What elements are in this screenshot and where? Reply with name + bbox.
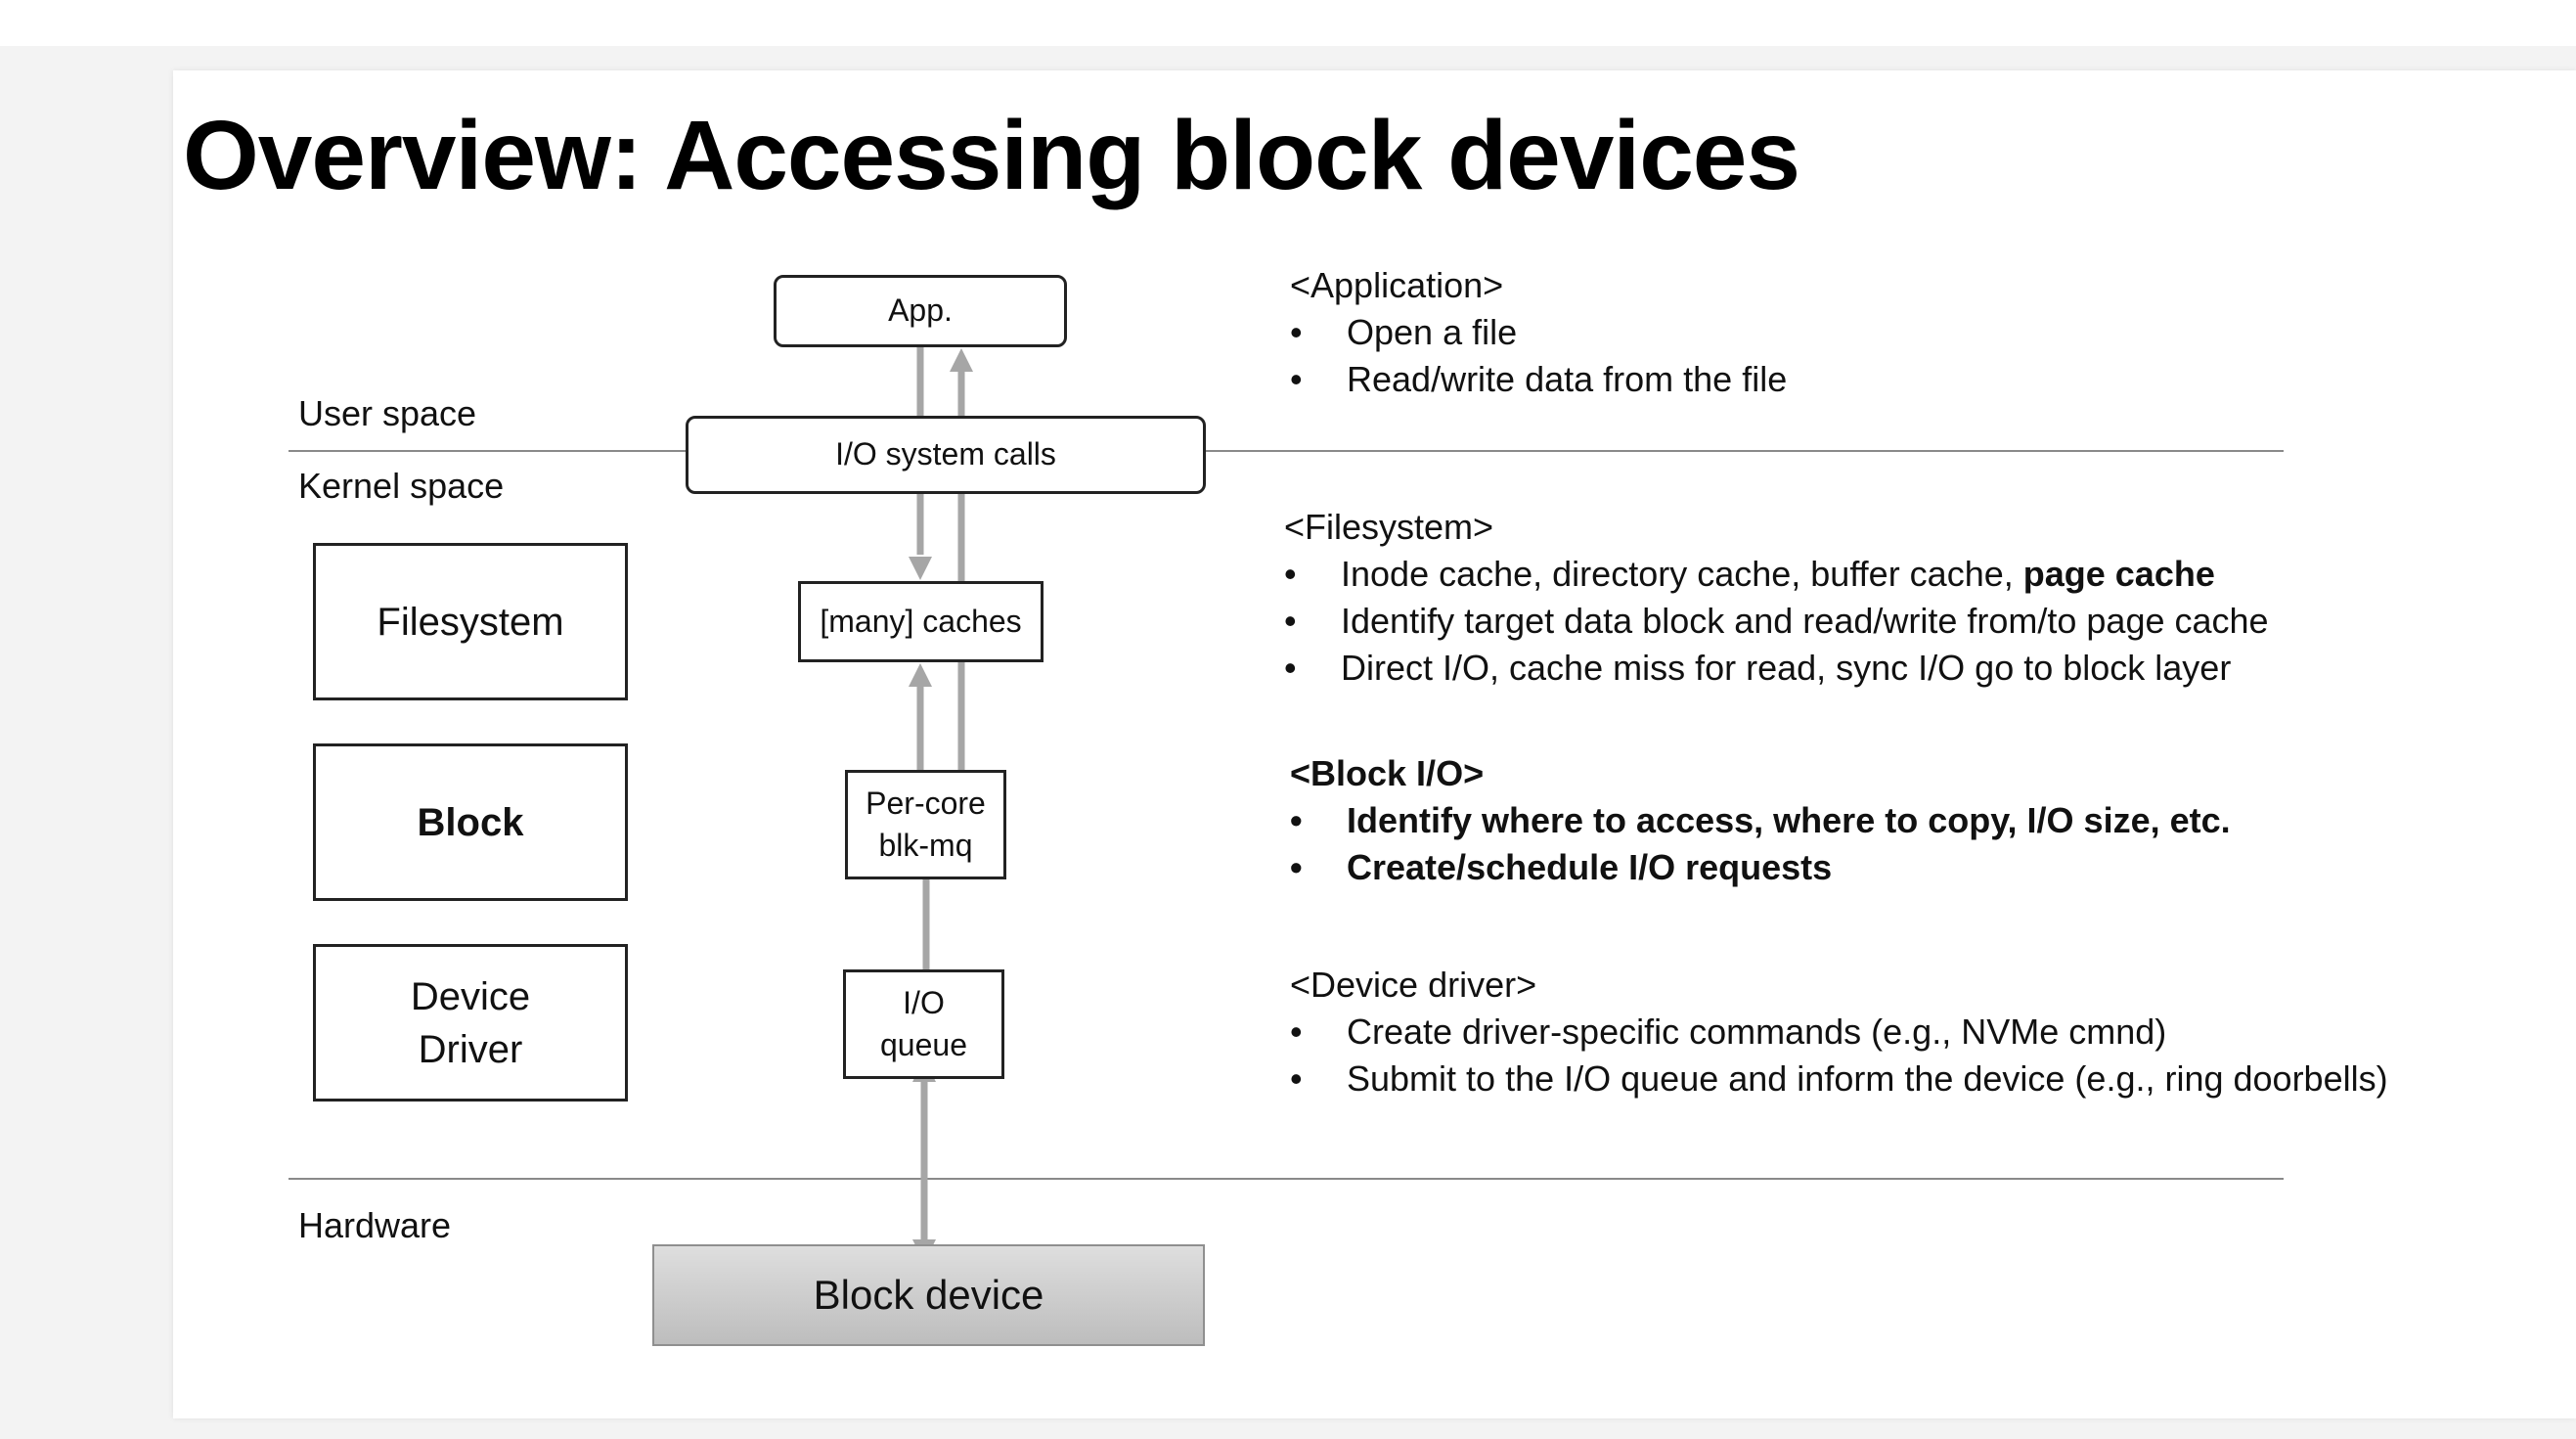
io-queue-box: I/O queue [843, 969, 1004, 1079]
block-layer-label: Block [417, 800, 524, 844]
caches-box: [many] caches [798, 581, 1044, 662]
block-device-box: Block device [652, 1244, 1205, 1346]
filesystem-bullet1-text: Inode cache, directory cache, buffer cac… [1341, 554, 2023, 594]
blk-mq-line1: Per-core [866, 785, 986, 821]
device-driver-bullet: Create driver-specific commands (e.g., N… [1290, 1009, 2388, 1056]
filesystem-bullet: Inode cache, directory cache, buffer cac… [1284, 551, 2269, 598]
application-bullet: Open a file [1290, 309, 1787, 356]
application-section-title: <Application> [1290, 265, 1504, 305]
blk-mq-label: Per-core blk-mq [866, 783, 986, 867]
io-system-calls-label: I/O system calls [835, 436, 1056, 472]
page-cache-emphasis: page cache [2022, 554, 2215, 594]
kernel-hardware-separator [289, 1178, 2284, 1180]
block-io-bullet: Identify where to access, where to copy,… [1290, 797, 2231, 844]
blk-mq-line2: blk-mq [878, 828, 973, 863]
filesystem-bullet: Identify target data block and read/writ… [1284, 598, 2269, 645]
device-driver-bullet-list: Create driver-specific commands (e.g., N… [1290, 1009, 2388, 1102]
device-driver-line2: Driver [418, 1027, 523, 1071]
device-driver-line1: Device [410, 974, 531, 1018]
user-space-label: User space [298, 393, 477, 433]
io-queue-label: I/O queue [880, 982, 967, 1066]
top-bar [0, 0, 2576, 46]
filesystem-layer-label: Filesystem [377, 600, 564, 644]
blk-mq-box: Per-core blk-mq [845, 770, 1006, 879]
filesystem-section: <Filesystem> Inode cache, directory cach… [1284, 504, 2269, 692]
kernel-space-label: Kernel space [298, 466, 505, 506]
app-box: App. [774, 275, 1067, 347]
hardware-label: Hardware [298, 1205, 452, 1245]
slide-title: Overview: Accessing block devices [183, 101, 1800, 210]
device-driver-bullet: Submit to the I/O queue and inform the d… [1290, 1056, 2388, 1102]
device-driver-layer-box: Device Driver [313, 944, 628, 1102]
filesystem-layer-box: Filesystem [313, 543, 628, 700]
block-layer-box: Block [313, 743, 628, 901]
application-section: <Application> Open a file Read/write dat… [1290, 262, 1787, 403]
device-driver-section-title: <Device driver> [1290, 965, 1537, 1005]
block-io-bullet: Create/schedule I/O requests [1290, 844, 2231, 891]
application-bullet-list: Open a file Read/write data from the fil… [1290, 309, 1787, 403]
io-system-calls-box: I/O system calls [686, 416, 1206, 494]
filesystem-bullet-list: Inode cache, directory cache, buffer cac… [1284, 551, 2269, 692]
block-io-section-title: <Block I/O> [1290, 753, 1485, 793]
device-driver-layer-label: Device Driver [411, 970, 530, 1076]
filesystem-bullet: Direct I/O, cache miss for read, sync I/… [1284, 645, 2269, 692]
device-driver-section: <Device driver> Create driver-specific c… [1290, 962, 2388, 1102]
io-queue-line1: I/O [903, 984, 945, 1020]
slide: Overview: Accessing block devices User s… [173, 70, 2576, 1418]
caches-label: [many] caches [820, 603, 1022, 639]
application-bullet: Read/write data from the file [1290, 356, 1787, 403]
flow-arrows [909, 346, 973, 1263]
block-io-bullet-list: Identify where to access, where to copy,… [1290, 797, 2231, 891]
filesystem-section-title: <Filesystem> [1284, 507, 1494, 547]
block-io-section: <Block I/O> Identify where to access, wh… [1290, 750, 2231, 891]
io-queue-line2: queue [880, 1027, 967, 1062]
app-label: App. [888, 292, 953, 329]
block-device-label: Block device [813, 1272, 1044, 1318]
user-kernel-separator [289, 450, 2284, 452]
